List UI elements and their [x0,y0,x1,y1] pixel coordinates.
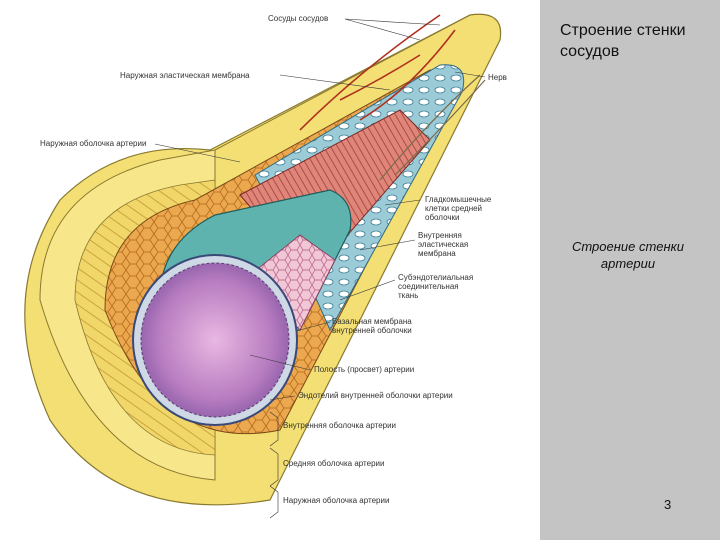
vasa-vasorum-vessels [299,14,456,131]
nerve-fibers [379,74,486,181]
artery-wall-illustration [24,13,502,519]
label-outer-elastic-membrane: Наружная эластическая мембрана [120,71,250,80]
label-nerve: Нерв [488,73,507,82]
label-basal-membrane: Базальная мембрана внутренней оболочки [332,317,412,335]
slide-title: Строение стенки сосудов [560,22,686,60]
label-lumen: Полость (просвет) артерии [314,365,415,374]
lumen [132,254,298,426]
illustration-panel: Сосуды сосудов Наружная эластическая мем… [24,13,507,519]
label-adventitia-top: Наружная оболочка артерии [40,139,147,148]
label-subendothelial: Субэндотелиальная соединительная ткань [398,273,474,300]
page-number: 3 [664,497,672,512]
label-media: Средняя оболочка артерии [283,459,385,468]
side-panel [540,0,720,540]
label-inner-elastic-membrane: Внутренняя эластическая мембрана [418,231,469,258]
label-adventitia-bottom: Наружная оболочка артерии [283,496,390,505]
label-intima: Внутренняя оболочка артерии [283,421,397,430]
leader-lines [154,18,486,519]
label-endothelium: Эндотелий внутренней оболочки артерии [298,391,453,400]
label-vasa-vasorum: Сосуды сосудов [268,14,329,23]
slide-subtitle: Строение стенки артерии [571,239,685,271]
label-smooth-muscle: Гладкомышечные клетки средней оболочки [425,195,492,222]
